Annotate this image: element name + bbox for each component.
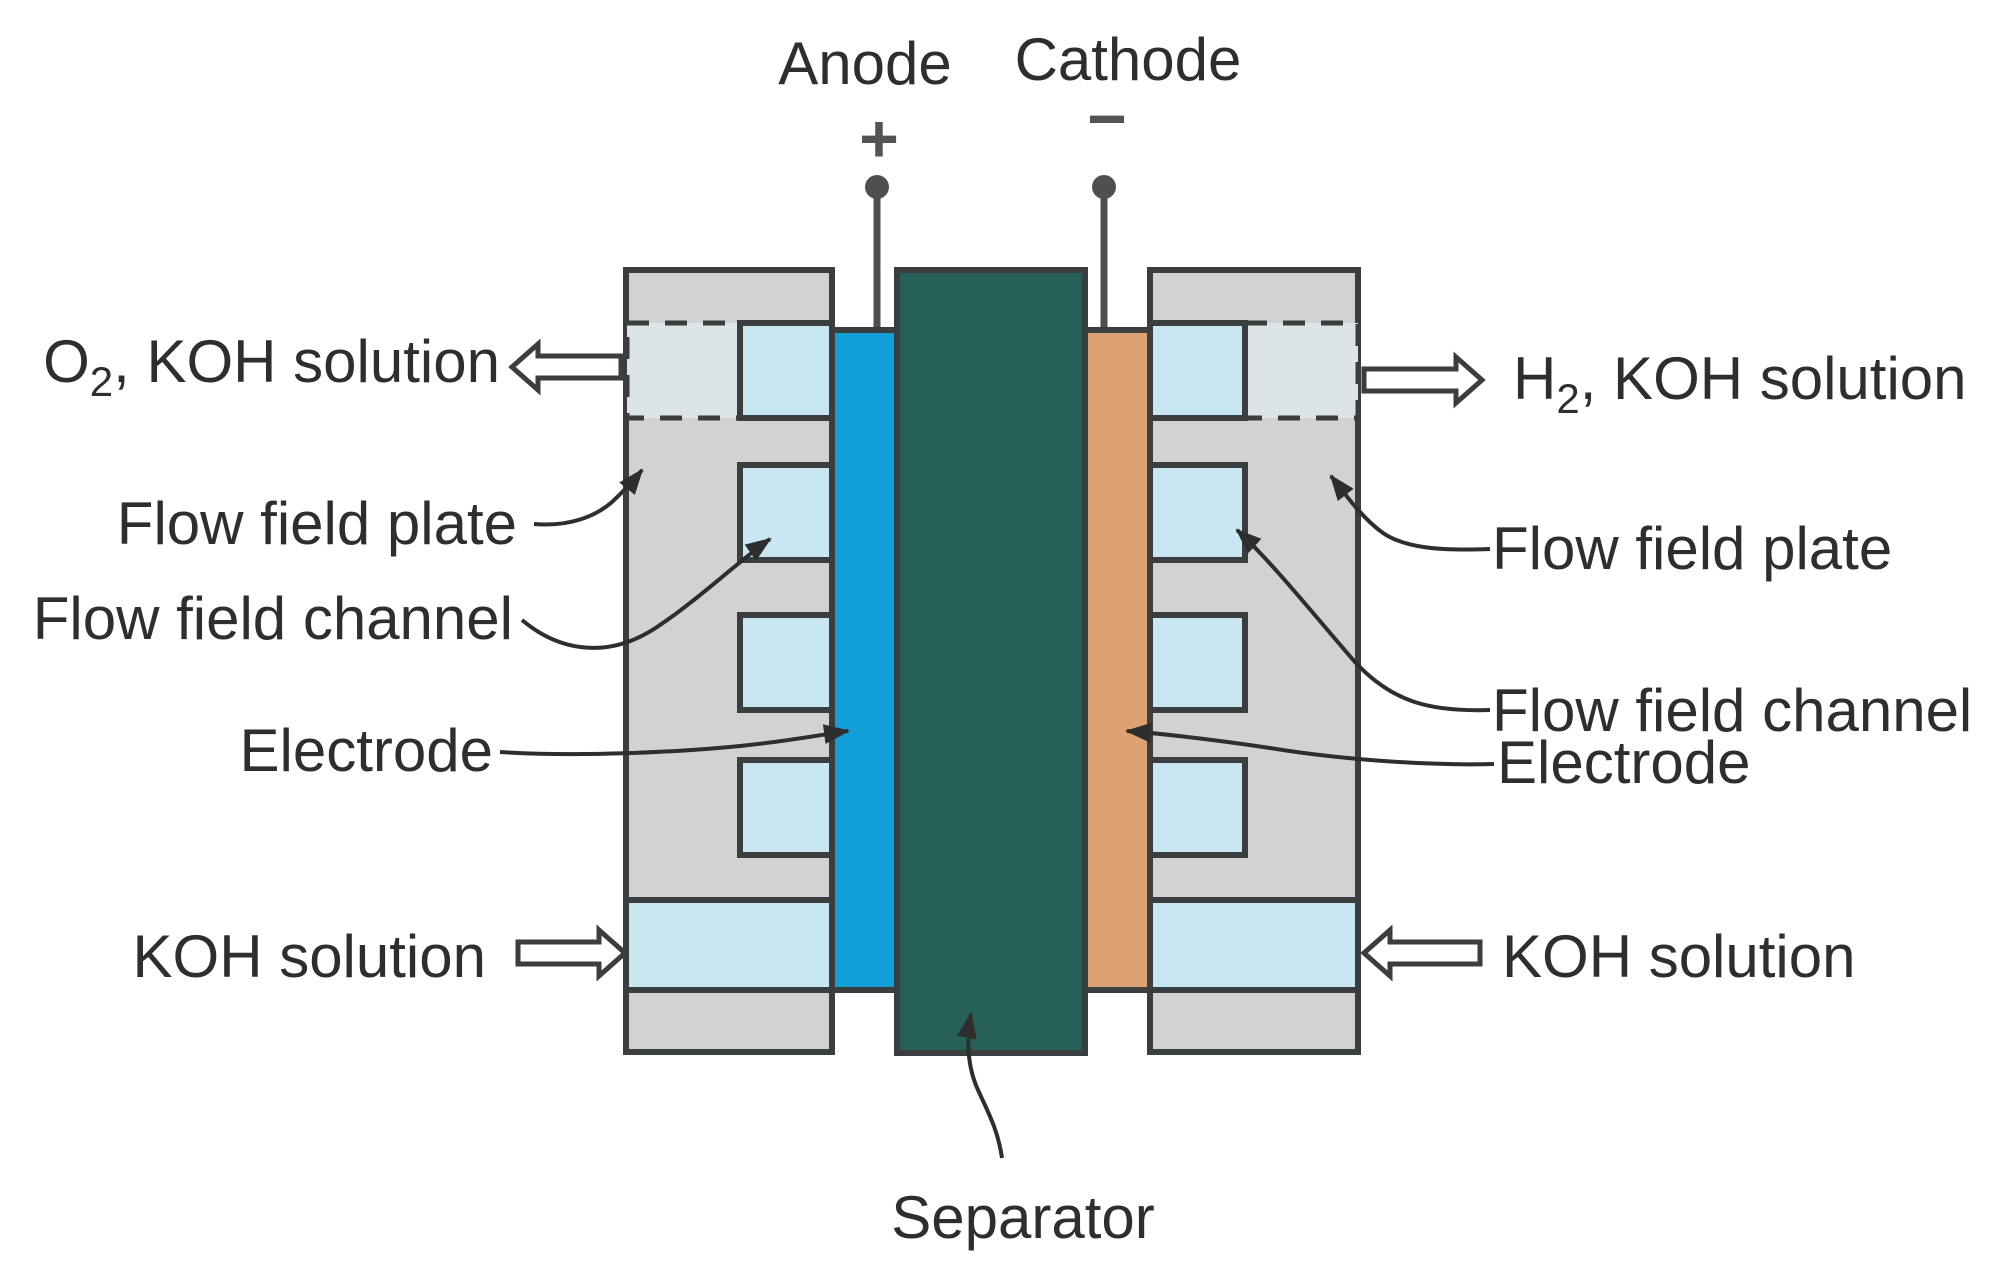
cathode-flow-channel — [1147, 320, 1248, 421]
anode-koh-inlet-band — [623, 897, 835, 993]
anode-flow-channel — [737, 462, 835, 563]
separator-label: Separator — [891, 1184, 1155, 1251]
koh-inlet-label-right: KOH solution — [1502, 923, 1856, 990]
cathode-flow-channel — [1147, 757, 1248, 858]
cathode-koh-inlet-band — [1147, 897, 1361, 993]
cathode-polarity: − — [1087, 81, 1127, 157]
anode-flow-channel — [737, 320, 835, 421]
flow-field-plate-label-right: Flow field plate — [1492, 515, 1892, 582]
o2-outlet-arrow-icon — [508, 338, 624, 396]
electrode-label-right: Electrode — [1497, 729, 1750, 796]
cathode-outlet-region — [1242, 320, 1361, 421]
anode-outlet-region — [624, 320, 743, 421]
electrode-label-left: Electrode — [240, 717, 493, 784]
leader-flow-field-channel-right — [1235, 528, 1491, 713]
leader-electrode-right — [1125, 722, 1495, 767]
anode-polarity: + — [859, 101, 899, 177]
anode-flow-channel — [737, 757, 835, 858]
koh-inlet-arrow-left-icon — [515, 924, 629, 982]
anode-electrode — [829, 327, 900, 993]
leader-flow-field-plate-left — [533, 468, 644, 527]
koh-inlet-arrow-right-icon — [1360, 924, 1483, 982]
koh-inlet-label-left: KOH solution — [133, 923, 487, 990]
leader-electrode-left — [499, 724, 850, 757]
leader-flow-field-plate-right — [1329, 474, 1491, 552]
cathode-terminal-dot — [1092, 175, 1116, 199]
cathode-flow-channel — [1147, 462, 1248, 563]
o2-outlet-label: O2, KOH solution — [43, 328, 500, 405]
flow-field-channel-label-left: Flow field channel — [33, 585, 513, 652]
leader-flow-field-channel-left — [520, 537, 772, 650]
h2-outlet-label: H2, KOH solution — [1513, 345, 1967, 422]
cathode-flow-channel — [1147, 612, 1248, 713]
h2-outlet-arrow-icon — [1361, 351, 1486, 409]
leader-separator — [956, 1012, 1004, 1159]
flow-field-channel-label-right: Flow field channel — [1492, 677, 1972, 744]
flow-field-plate-label-left: Flow field plate — [117, 490, 517, 557]
anode-terminal-dot — [865, 175, 889, 199]
cathode-label: Cathode — [1015, 26, 1242, 93]
anode-flow-channel — [737, 612, 835, 713]
cathode-electrode — [1082, 327, 1153, 993]
anode-label: Anode — [778, 30, 952, 97]
separator-membrane — [894, 267, 1088, 1056]
